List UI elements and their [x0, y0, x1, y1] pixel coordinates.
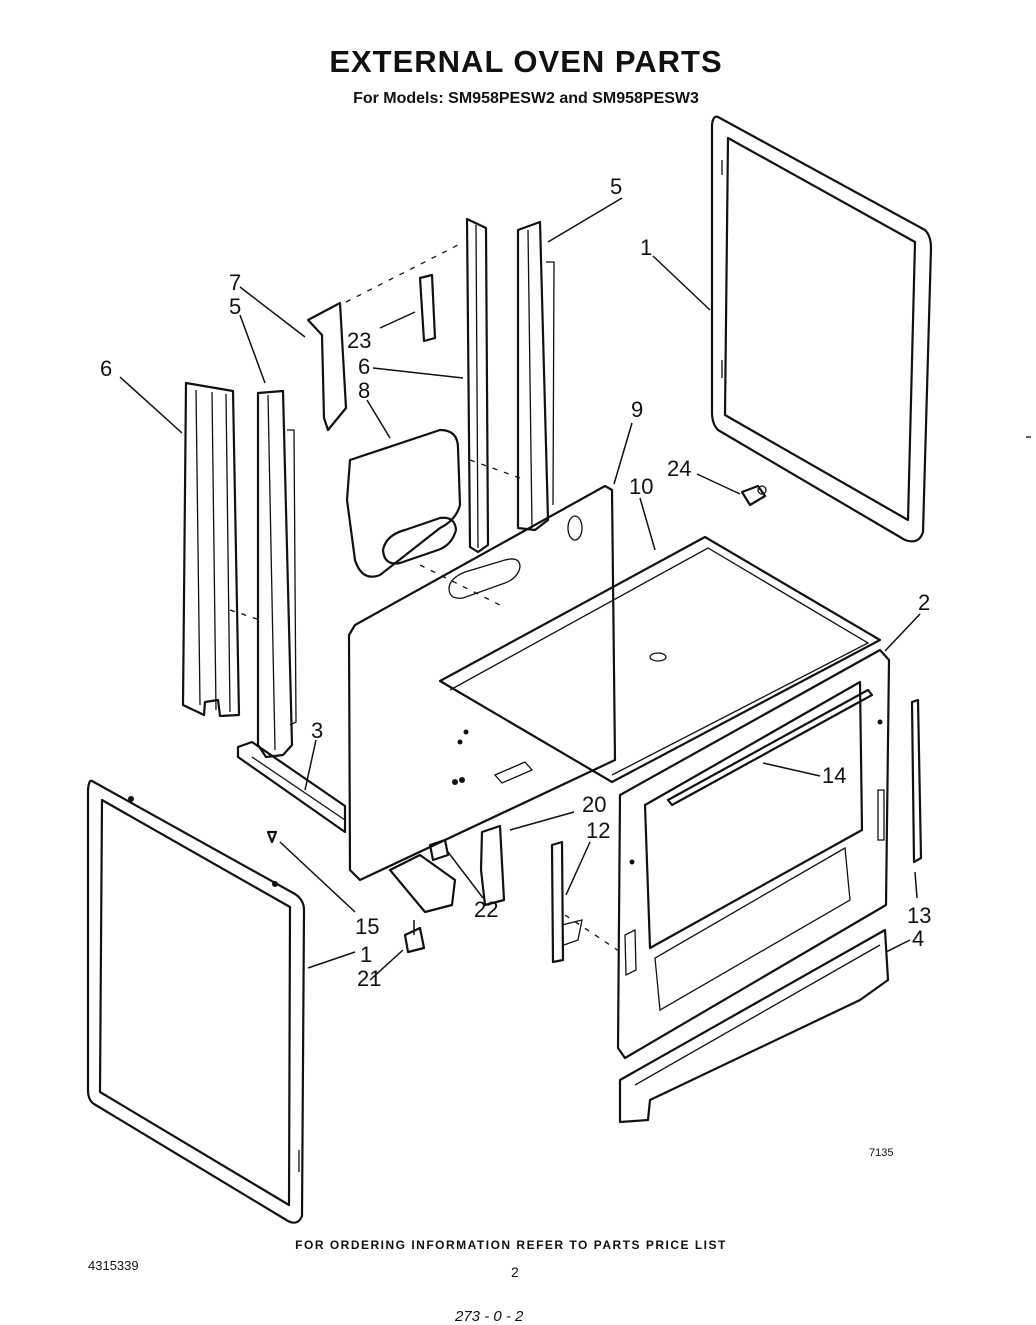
- channel-center-6: [465, 217, 521, 554]
- bracket-20: [479, 824, 506, 907]
- callout-20: 20: [582, 792, 606, 817]
- callout-1-left: 1: [360, 942, 372, 967]
- callout-labels: 1 1 2 3 4 5 5 6 6 7 8 9 10 12 13 14 15 2…: [100, 174, 931, 991]
- diagram-code: 7135: [869, 1147, 894, 1159]
- bottom-panel-10: [438, 535, 882, 784]
- callout-13: 13: [907, 903, 931, 928]
- ordering-note: FOR ORDERING INFORMATION REFER TO PARTS …: [295, 1238, 727, 1252]
- kick-panel-4: [618, 928, 890, 1124]
- callout-10: 10: [629, 474, 653, 499]
- callout-7: 7: [229, 270, 241, 295]
- callout-9: 9: [631, 397, 643, 422]
- bottom-mark: 273 - 0 - 2: [455, 1308, 524, 1325]
- callout-24: 24: [667, 456, 691, 481]
- callout-2: 2: [918, 590, 930, 615]
- callout-4: 4: [912, 926, 924, 951]
- callout-23: 23: [347, 328, 371, 353]
- channel-left-5: [256, 389, 297, 759]
- hinge-12: [550, 840, 626, 964]
- callout-1-right: 1: [640, 235, 652, 260]
- document-number: 4315339: [88, 1258, 139, 1273]
- models-subtitle: For Models: SM958PESW2 and SM958PESW3: [353, 90, 699, 107]
- strip-3: [236, 740, 347, 834]
- leader-lines: [119, 197, 921, 981]
- front-frame-2: [616, 648, 891, 1060]
- side-panel-left: [86, 779, 306, 1224]
- strip-13: [910, 698, 923, 864]
- callout-22: 22: [474, 897, 498, 922]
- clip-22: [428, 838, 450, 862]
- channel-left-6: [181, 381, 261, 718]
- callout-5-right: 5: [610, 174, 622, 199]
- side-panel-right: [710, 115, 933, 543]
- page-number: 2: [511, 1264, 519, 1280]
- vent-duct-8: [345, 428, 501, 606]
- callout-15: 15: [355, 914, 379, 939]
- callout-21: 21: [357, 966, 381, 991]
- back-panel-9: [347, 484, 617, 882]
- callout-6-right: 6: [358, 354, 370, 379]
- bracket-7: [306, 242, 463, 432]
- strip-14: [666, 688, 874, 807]
- channel-center-5: [516, 220, 555, 532]
- callout-5-left: 5: [229, 294, 241, 319]
- callout-3: 3: [311, 718, 323, 743]
- page-title: EXTERNAL OVEN PARTS: [329, 44, 723, 79]
- leveling-leg-21: [388, 853, 457, 954]
- callout-14: 14: [822, 763, 846, 788]
- clip-15: [266, 830, 278, 844]
- strip-23: [418, 273, 437, 343]
- bumper-24: [740, 484, 767, 507]
- callout-6-left: 6: [100, 356, 112, 381]
- callout-12: 12: [586, 818, 610, 843]
- callout-8: 8: [358, 378, 370, 403]
